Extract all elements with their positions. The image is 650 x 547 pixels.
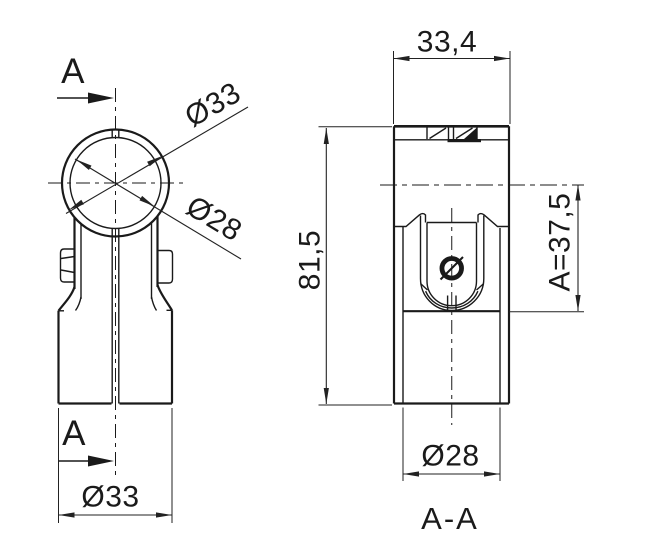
dim-text-33-4: 33,4	[417, 26, 477, 59]
dim-width-top: 33,4	[393, 26, 511, 124]
dim-text-o33-bottom: Ø33	[81, 481, 139, 514]
left-tab	[59, 248, 75, 283]
front-view: A A Ø33 Ø28 Ø	[48, 52, 249, 523]
top-hatch	[426, 127, 481, 143]
dim-offset-right: A=37,5	[509, 184, 584, 313]
section-mark-bottom: A	[58, 414, 114, 467]
threaded-hole	[439, 256, 464, 281]
flare-left	[57, 286, 76, 312]
section-arrow-bottom-icon	[88, 455, 114, 467]
section-title: A-A	[421, 501, 479, 536]
flare-left-inner	[74, 296, 82, 311]
dim-text-o28-diagonal: Ø28	[181, 190, 248, 248]
hole-ring	[439, 256, 464, 281]
dim-inner-diameter-bottom: Ø28	[402, 407, 501, 481]
flare-right-inner	[150, 296, 158, 311]
dim-text-o33-diagonal: Ø33	[180, 76, 247, 134]
fork-arms	[57, 216, 173, 312]
inner-circle	[69, 136, 162, 230]
outer-circle	[60, 128, 171, 238]
dim-text-o28-bottom: Ø28	[421, 440, 479, 473]
section-view: 33,4 81,5 A=37,5 Ø28	[294, 26, 584, 536]
lower-tube	[57, 310, 174, 405]
hatch-thick-bar	[447, 139, 481, 143]
left-tab-facets	[60, 255, 75, 274]
dim-text-a-37-5: A=37,5	[544, 193, 577, 292]
flare-right	[156, 284, 173, 311]
section-mark-top: A	[57, 52, 114, 104]
clevis-ears	[394, 212, 509, 228]
dim-height-left: 81,5	[294, 126, 392, 406]
section-body	[392, 125, 511, 405]
section-arrow-top-icon	[88, 92, 114, 104]
right-tab	[157, 249, 174, 284]
hatch-fill-triangle	[464, 127, 477, 139]
section-letter-bottom: A	[62, 414, 86, 453]
ring-slit-seams	[111, 129, 120, 404]
hole-thread-slash	[439, 256, 464, 281]
section-letter-top: A	[61, 52, 85, 91]
dim-outer-diameter-bottom: Ø33	[58, 408, 173, 523]
dim-text-81-5: 81,5	[294, 230, 327, 290]
